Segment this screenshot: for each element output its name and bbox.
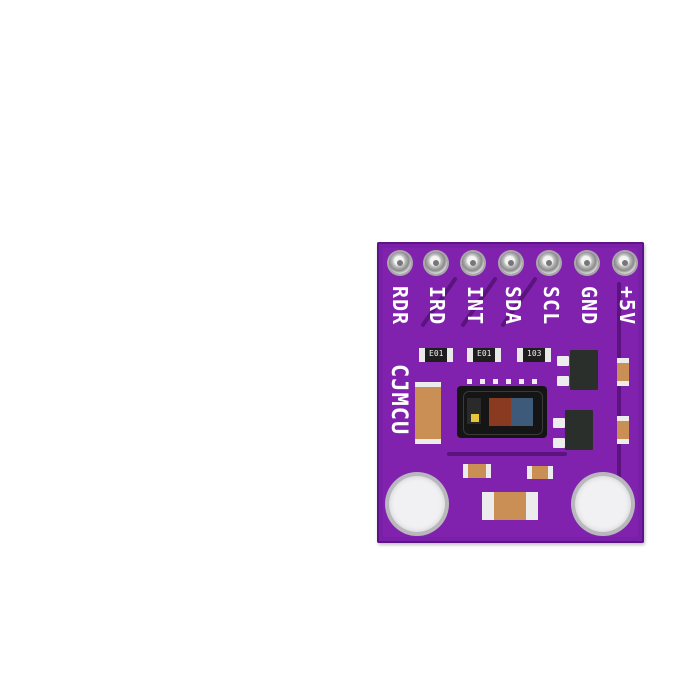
capacitor: [617, 416, 629, 444]
transistor: [570, 350, 598, 390]
ic-pin: [506, 379, 511, 384]
capacitor: [617, 358, 629, 386]
capacitor: [415, 382, 441, 444]
ic-pin: [480, 379, 485, 384]
photodiode-ir: [511, 398, 533, 426]
capacitor: [482, 492, 538, 520]
trace: [447, 452, 567, 456]
header-pin-int: [462, 252, 484, 274]
pad: [557, 356, 569, 366]
header-pin-rdr: [389, 252, 411, 274]
header-pin-5v: [614, 252, 636, 274]
photodiode-red: [489, 398, 511, 426]
resistor-code: 103: [527, 349, 542, 358]
resistor: E01: [467, 348, 501, 362]
transistor: [565, 410, 593, 450]
capacitor: [527, 466, 553, 479]
ic-pin: [532, 379, 537, 384]
pin-label-gnd: GND: [577, 286, 601, 326]
capacitor: [463, 464, 491, 478]
resistor-code: E01: [477, 349, 492, 358]
resistor: E01: [419, 348, 453, 362]
header-pin-ird: [425, 252, 447, 274]
ic-pin: [493, 379, 498, 384]
pin-label-ird: IRD: [425, 286, 449, 326]
pin-label-int: INT: [463, 286, 487, 326]
header-pin-gnd: [576, 252, 598, 274]
header-pin-sda: [500, 252, 522, 274]
pad: [553, 438, 565, 448]
resistor: 103: [517, 348, 551, 362]
pin-label-5v: +5V: [615, 286, 639, 326]
header-pin-scl: [538, 252, 560, 274]
led-emitter: [467, 398, 481, 424]
pcb-board: RDR IRD INT SDA SCL GND +5V E01 E01 103 …: [377, 242, 644, 543]
pad: [553, 418, 565, 428]
optical-sensor-ic: [457, 386, 547, 438]
ic-pin: [519, 379, 524, 384]
mounting-hole-left: [389, 476, 445, 532]
brand-label: CJMCU: [386, 364, 411, 436]
pin-label-rdr: RDR: [388, 286, 412, 326]
trace: [617, 282, 621, 502]
mounting-hole-right: [575, 476, 631, 532]
pin-label-sda: SDA: [501, 286, 525, 326]
sensor-window: [463, 391, 543, 435]
ic-pin: [467, 379, 472, 384]
pad: [557, 376, 569, 386]
resistor-code: E01: [429, 349, 444, 358]
pin-label-scl: SCL: [539, 286, 563, 326]
